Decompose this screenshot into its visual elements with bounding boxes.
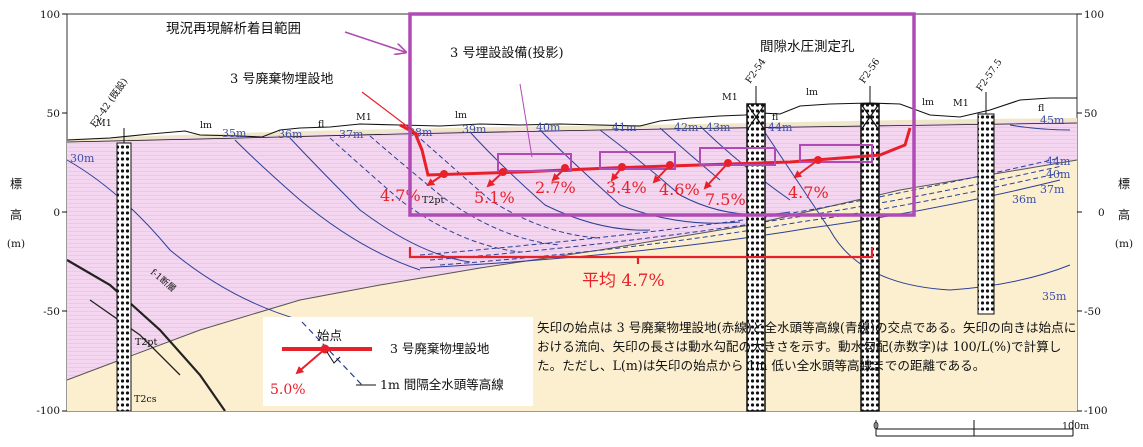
gradient-value: 4.7% [380, 186, 421, 205]
gradient-value: 7.5% [705, 190, 746, 209]
contour-label: 44m [1046, 155, 1071, 168]
gradient-value: 2.7% [535, 178, 576, 197]
average-bracket [408, 247, 874, 264]
piezometer-label: 間隙水圧測定孔 [760, 39, 855, 55]
y-axis-char: (m) [1115, 238, 1133, 250]
contour-label: 44m [768, 121, 793, 134]
facility-projection-label: 3 号埋設設備(投影) [450, 45, 564, 61]
legend-red-label: 3 号廃棄物埋設地 [390, 341, 490, 356]
stratum-label-t2cs: T2cs [134, 394, 157, 405]
surface-layer [67, 118, 1077, 142]
gradient-value: 4.6% [659, 180, 700, 199]
y-tick-label: -100 [36, 405, 60, 417]
y-tick-label: -100 [1084, 405, 1108, 417]
stratum-label-t2pt-a: T2pt [422, 195, 444, 206]
y-tick-label: -50 [43, 306, 60, 318]
stratum-label-m1-b: M1 [356, 112, 372, 123]
legend-start-label: 始点 [317, 328, 342, 343]
y-axis-char: 高 [10, 207, 22, 222]
y-axis-title-right: 標 高 (m) [1115, 177, 1133, 250]
borehole-f2-42 [116, 128, 132, 412]
contour-label: 35m [1042, 290, 1067, 303]
contour-label: 30m [70, 152, 95, 165]
contour-label: 43m [706, 121, 731, 134]
legend-box [263, 317, 533, 406]
gradient-value: 4.7% [788, 183, 829, 202]
y-axis-right: 100 50 0 -50 -100 [1084, 9, 1108, 417]
contour-label: 42m [674, 121, 699, 134]
facility-leader [519, 83, 533, 158]
stratum-label-t2pt-b: T2pt [135, 337, 157, 348]
y-tick-label: 50 [1084, 108, 1097, 120]
y-axis-title-left: 標 高 (m) [7, 177, 25, 250]
borehole-f2-57-5 [977, 92, 995, 315]
y-tick-label: 100 [1084, 9, 1104, 21]
disposal-site-leader [361, 91, 421, 137]
fault-line-secondary [89, 299, 181, 376]
stratum-label-fl-c: fl [1038, 103, 1045, 114]
contour-label: 35m [222, 127, 247, 140]
stratum-label-m1-c: M1 [722, 92, 738, 103]
y-axis-left: 100 50 0 -50 -100 [36, 9, 60, 417]
stratum-label-fl-b: fl [772, 112, 779, 123]
legend-right-angle [326, 351, 341, 364]
legend-blue-label: 1m 間隔全水頭等高線 [380, 377, 504, 392]
legend-blue-line [301, 321, 363, 386]
y-axis-char: 高 [1118, 207, 1130, 222]
y-ticks-left [62, 13, 67, 412]
stratum-label-lm-b: lm [455, 110, 467, 121]
average-value: 平均 4.7% [582, 271, 665, 291]
analysis-range-label: 現況再現解析着目範囲 [166, 20, 301, 37]
y-ticks-right [1077, 13, 1082, 412]
contour-label: 40m [536, 121, 561, 134]
y-tick-label: 0 [53, 207, 60, 219]
legend-arrow [295, 348, 326, 375]
stratum-label-m1-a: M1 [96, 118, 112, 129]
contour-label: 37m [339, 128, 364, 141]
stratum-label-lm-a: lm [200, 120, 212, 131]
scale-bar: 0 100m [873, 420, 1089, 437]
y-axis-char: (m) [7, 238, 25, 250]
y-tick-label: 50 [47, 108, 60, 120]
contour-label: 38m [408, 126, 433, 139]
analysis-range-box [408, 12, 916, 217]
y-tick-label: 0 [1098, 207, 1105, 219]
legend-example-value: 5.0% [270, 382, 306, 398]
y-axis-char: 標 [10, 177, 22, 191]
scale-label: 0 [873, 421, 879, 432]
gradient-start-points [440, 156, 822, 178]
y-tick-label: -50 [1084, 306, 1101, 318]
explanation-note: 矢印の始点は 3 号廃棄物埋設地(赤線)と全水頭等高線(青線)の交点である。矢印… [537, 320, 1077, 373]
contour-label: 36m [1012, 193, 1037, 206]
scale-label: 100m [1062, 421, 1089, 432]
fill-boundary [66, 122, 1078, 143]
stratum-label-lm-d: lm [922, 97, 934, 108]
stratum-label-fl-a: fl [318, 119, 325, 130]
contour-label: 39m [462, 123, 487, 136]
pink-stratum [67, 121, 1077, 380]
facility-boxes [497, 144, 873, 172]
disposal-site-label: 3 号廃棄物埋設地 [230, 71, 333, 87]
contour-label: 40m [1046, 168, 1071, 181]
contour-label: 37m [1040, 183, 1065, 196]
stratum-label-m1-d: M1 [953, 98, 969, 109]
gradient-value: 3.4% [606, 178, 647, 197]
fault-line [66, 259, 226, 412]
y-axis-char: 標 [1118, 177, 1130, 191]
y-tick-label: 100 [40, 9, 60, 21]
gradient-value: 5.1% [474, 188, 515, 207]
stratum-label-lm-c: lm [806, 87, 818, 98]
analysis-range-arrow [344, 31, 405, 52]
contour-label: 41m [612, 121, 637, 134]
contour-label: 45m [1040, 114, 1065, 127]
contour-label: 36m [278, 128, 303, 141]
